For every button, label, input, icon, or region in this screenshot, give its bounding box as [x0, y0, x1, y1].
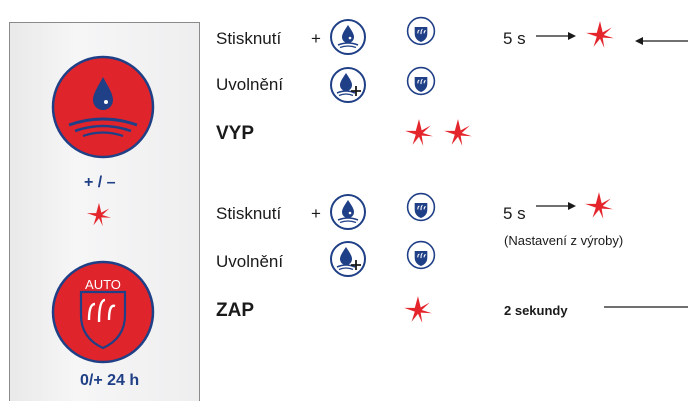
led-flash-icon — [405, 119, 433, 146]
release-label: Uvolnění — [216, 252, 284, 271]
off-label: VYP — [216, 123, 255, 144]
auto-badge-text: AUTO — [85, 277, 121, 292]
factory-setting-note: (Nastavení z výroby) — [504, 233, 624, 248]
auto-icon — [406, 240, 436, 270]
timer-label: 0/+ 24 h — [80, 372, 140, 389]
auto-icon — [406, 16, 436, 46]
water-wave-icon — [68, 117, 138, 127]
arrow-right-icon — [536, 202, 576, 210]
status-led-icon — [86, 202, 112, 227]
water-wave-icon — [74, 124, 132, 133]
press-label: Stisknutí — [216, 29, 282, 48]
press-label: Stisknutí — [216, 204, 282, 223]
on-label: ZAP — [216, 300, 254, 321]
shield-icon — [79, 290, 127, 350]
water-drop-icon — [93, 77, 113, 110]
auto-button-ring — [51, 260, 155, 364]
led-flash-icon — [444, 119, 472, 146]
led-flash-icon — [586, 21, 614, 48]
heat-waves-icon — [87, 298, 116, 323]
led-flash-icon — [585, 192, 613, 219]
arrow-left-icon — [635, 37, 688, 45]
release-label: Uvolnění — [216, 75, 284, 94]
drop-icon — [330, 194, 366, 230]
duration-label: 2 sekundy — [504, 303, 568, 318]
duration-label: 5 s — [503, 29, 526, 48]
connector-line — [604, 306, 688, 308]
plus-sign: + — [311, 29, 321, 48]
auto-button[interactable]: AUTO — [51, 260, 155, 364]
duration-label: 5 s — [503, 204, 526, 223]
drop-level-button[interactable] — [51, 55, 155, 159]
drop-plus-icon — [330, 241, 366, 277]
auto-icon — [406, 66, 436, 96]
drop-icon — [330, 19, 366, 55]
led-flash-icon — [404, 296, 432, 323]
drop-plus-icon — [330, 67, 366, 103]
auto-icon — [406, 192, 436, 222]
drop-highlight — [104, 100, 108, 104]
water-wave-icon — [82, 131, 124, 138]
plus-minus-label: + / – — [84, 174, 116, 191]
plus-sign: + — [311, 204, 321, 223]
arrow-right-icon — [536, 32, 576, 40]
